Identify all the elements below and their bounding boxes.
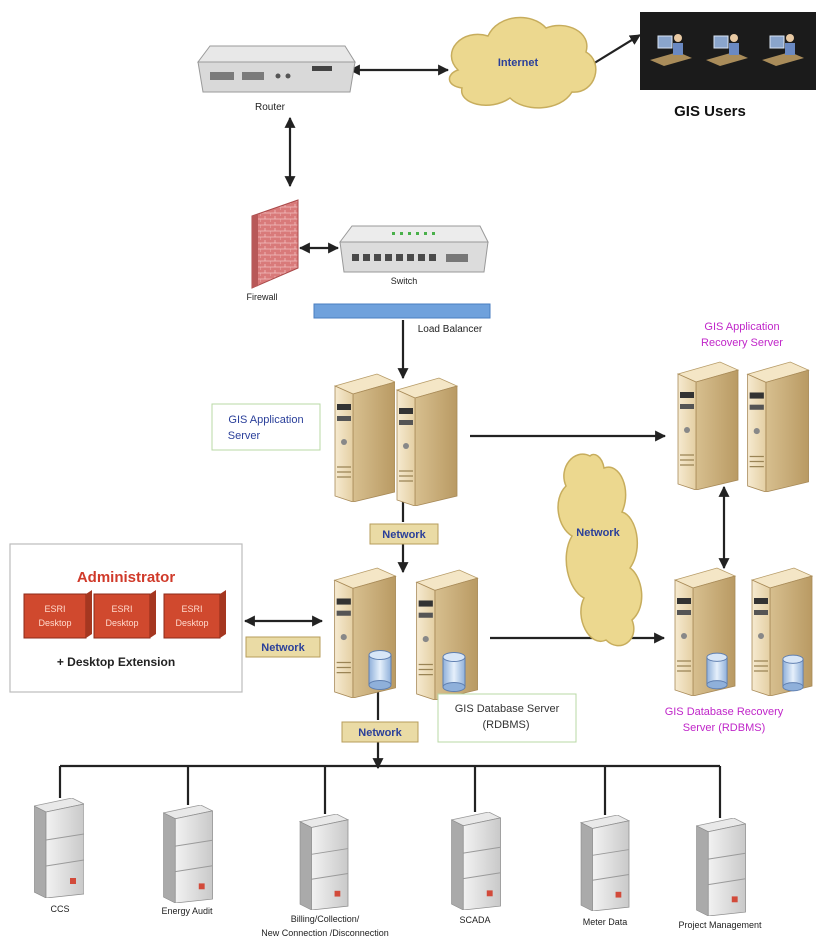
- app-recovery-label-line1: GIS Application: [704, 321, 779, 333]
- server-icon: [580, 815, 630, 911]
- network-cloud-label: Network: [576, 527, 620, 539]
- administrator-title: Administrator: [77, 569, 176, 586]
- system-scada: SCADA: [451, 812, 501, 925]
- esri-desktop-tile: ESRI Desktop: [93, 590, 156, 639]
- system-billing: Billing/Collection/ New Connection /Disc…: [261, 814, 389, 938]
- app-server-label-line1: GIS Application: [228, 414, 303, 426]
- router-label: Router: [255, 102, 286, 113]
- esri-desktop-tile: ESRI Desktop: [23, 590, 92, 639]
- gis-users-panel: GIS Users: [640, 12, 816, 120]
- svg-text:Desktop: Desktop: [175, 618, 208, 628]
- system-label: Energy Audit: [161, 906, 213, 916]
- database-icon: [706, 652, 728, 690]
- load-balancer-label: Load Balancer: [418, 324, 483, 335]
- network-admin-label: Network: [261, 642, 305, 654]
- db-server-label-line1: GIS Database Server: [455, 703, 560, 715]
- database-icon: [782, 654, 804, 692]
- server-icon: [696, 818, 746, 916]
- db-server-label-line2: (RDBMS): [482, 719, 529, 731]
- server-icon: [299, 814, 349, 910]
- system-label-line2: New Connection /Disconnection: [261, 928, 389, 938]
- database-icon: [442, 652, 466, 692]
- load-balancer: Load Balancer: [313, 303, 491, 335]
- gis-database-server: GIS Database Server (RDBMS): [333, 567, 577, 743]
- router: Router: [197, 45, 356, 113]
- system-energy-audit: Energy Audit: [161, 805, 213, 916]
- server-icon: [334, 373, 395, 502]
- internet-label: Internet: [498, 57, 539, 69]
- system-label: Project Management: [678, 920, 762, 930]
- db-recovery-label-line2: Server (RDBMS): [683, 722, 766, 734]
- gis-database-recovery-server: GIS Database Recovery Server (RDBMS): [665, 567, 813, 734]
- network-box-admin: Network: [245, 636, 321, 658]
- system-label: Billing/Collection/: [291, 914, 360, 924]
- svg-text:ESRI: ESRI: [111, 604, 132, 614]
- db-recovery-label-line1: GIS Database Recovery: [665, 706, 784, 718]
- system-label: SCADA: [459, 915, 490, 925]
- firewall: Firewall: [246, 199, 299, 302]
- system-label: CCS: [50, 904, 69, 914]
- administrator-panel: Administrator ESRI Desktop ESRI Desktop …: [9, 543, 243, 693]
- system-label: Meter Data: [583, 917, 628, 927]
- firewall-label: Firewall: [246, 292, 277, 302]
- svg-text:ESRI: ESRI: [44, 604, 65, 614]
- svg-text:ESRI: ESRI: [181, 604, 202, 614]
- server-icon: [451, 812, 501, 910]
- desktop-extension-label: + Desktop Extension: [57, 655, 175, 669]
- system-meter-data: Meter Data: [580, 815, 630, 927]
- connection-lines: [58, 34, 730, 818]
- network-top-label: Network: [382, 529, 426, 541]
- database-icon: [368, 650, 392, 690]
- svg-text:Desktop: Desktop: [105, 618, 138, 628]
- app-recovery-label-line2: Recovery Server: [701, 337, 783, 349]
- gis-application-server: GIS Application Server: [211, 373, 458, 506]
- server-icon: [163, 805, 213, 903]
- network-box-bottom: Network: [341, 721, 419, 743]
- network-box-top: Network: [369, 523, 439, 545]
- app-server-label-line2: Server: [228, 430, 261, 442]
- internet-cloud: Internet: [448, 16, 597, 109]
- svg-text:Desktop: Desktop: [38, 618, 71, 628]
- switch: Switch: [339, 225, 489, 286]
- gis-application-recovery-server: GIS Application Recovery Server: [677, 321, 810, 492]
- switch-label: Switch: [391, 276, 418, 286]
- esri-desktop-tile: ESRI Desktop: [163, 590, 226, 639]
- server-icon: [746, 361, 810, 492]
- network-bottom-label: Network: [358, 727, 402, 739]
- server-icon: [396, 377, 458, 506]
- system-ccs: CCS: [34, 798, 84, 914]
- network-cloud: Network: [557, 453, 643, 647]
- server-icon: [34, 798, 84, 898]
- server-icon: [677, 361, 739, 490]
- gis-users-label: GIS Users: [674, 103, 746, 120]
- system-project-management: Project Management: [678, 818, 762, 930]
